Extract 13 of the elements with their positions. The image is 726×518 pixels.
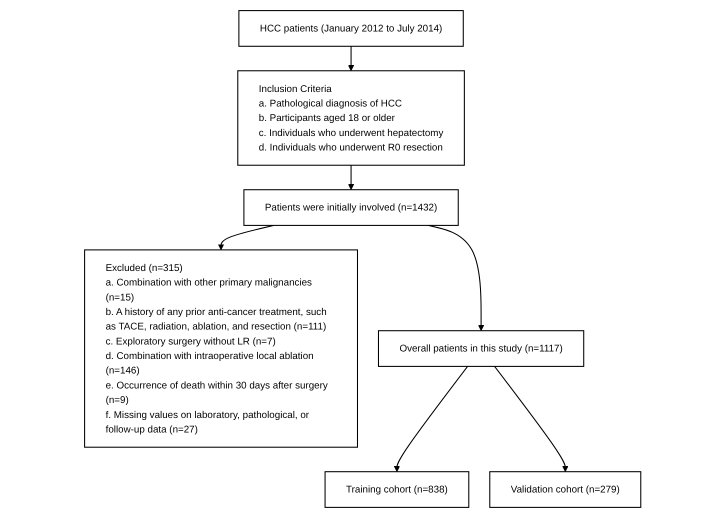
- arrow: [428, 224, 484, 331]
- arrow: [348, 165, 354, 190]
- node-box: Excluded (n=315) a. Combination with other primary malignancies (n=15) b. A history of any prior anti-cancer treatment, such as TACE, radiation, ablation, and resection (n=111) c. Exploratory surgery without LR (n=7) d. Combination with intraoperative local ablation (n=146) e. Occurrence of death within 30 days after surgery (n=9) f. Missing values on laboratory, pathological, or follow-up data (n=27): [84, 249, 358, 448]
- node-box: Training cohort (n=838): [324, 471, 470, 508]
- node-box: Overall patients in this study (n=1117): [378, 330, 585, 367]
- arrow: [394, 366, 468, 472]
- arrow: [348, 46, 354, 72]
- node-box: Patients were initially involved (n=1432): [244, 189, 460, 226]
- node-box: HCC patients (January 2012 to July 2014): [238, 10, 464, 47]
- node-box: Validation cohort (n=279): [490, 471, 642, 508]
- arrow: [218, 224, 274, 250]
- node-box: Inclusion Criteria a. Pathological diagnosis of HCC b. Participants aged 18 or older c. Individuals who underwent hepatectomy d. Individuals who underwent R0 resection: [238, 70, 466, 166]
- arrow: [494, 366, 569, 472]
